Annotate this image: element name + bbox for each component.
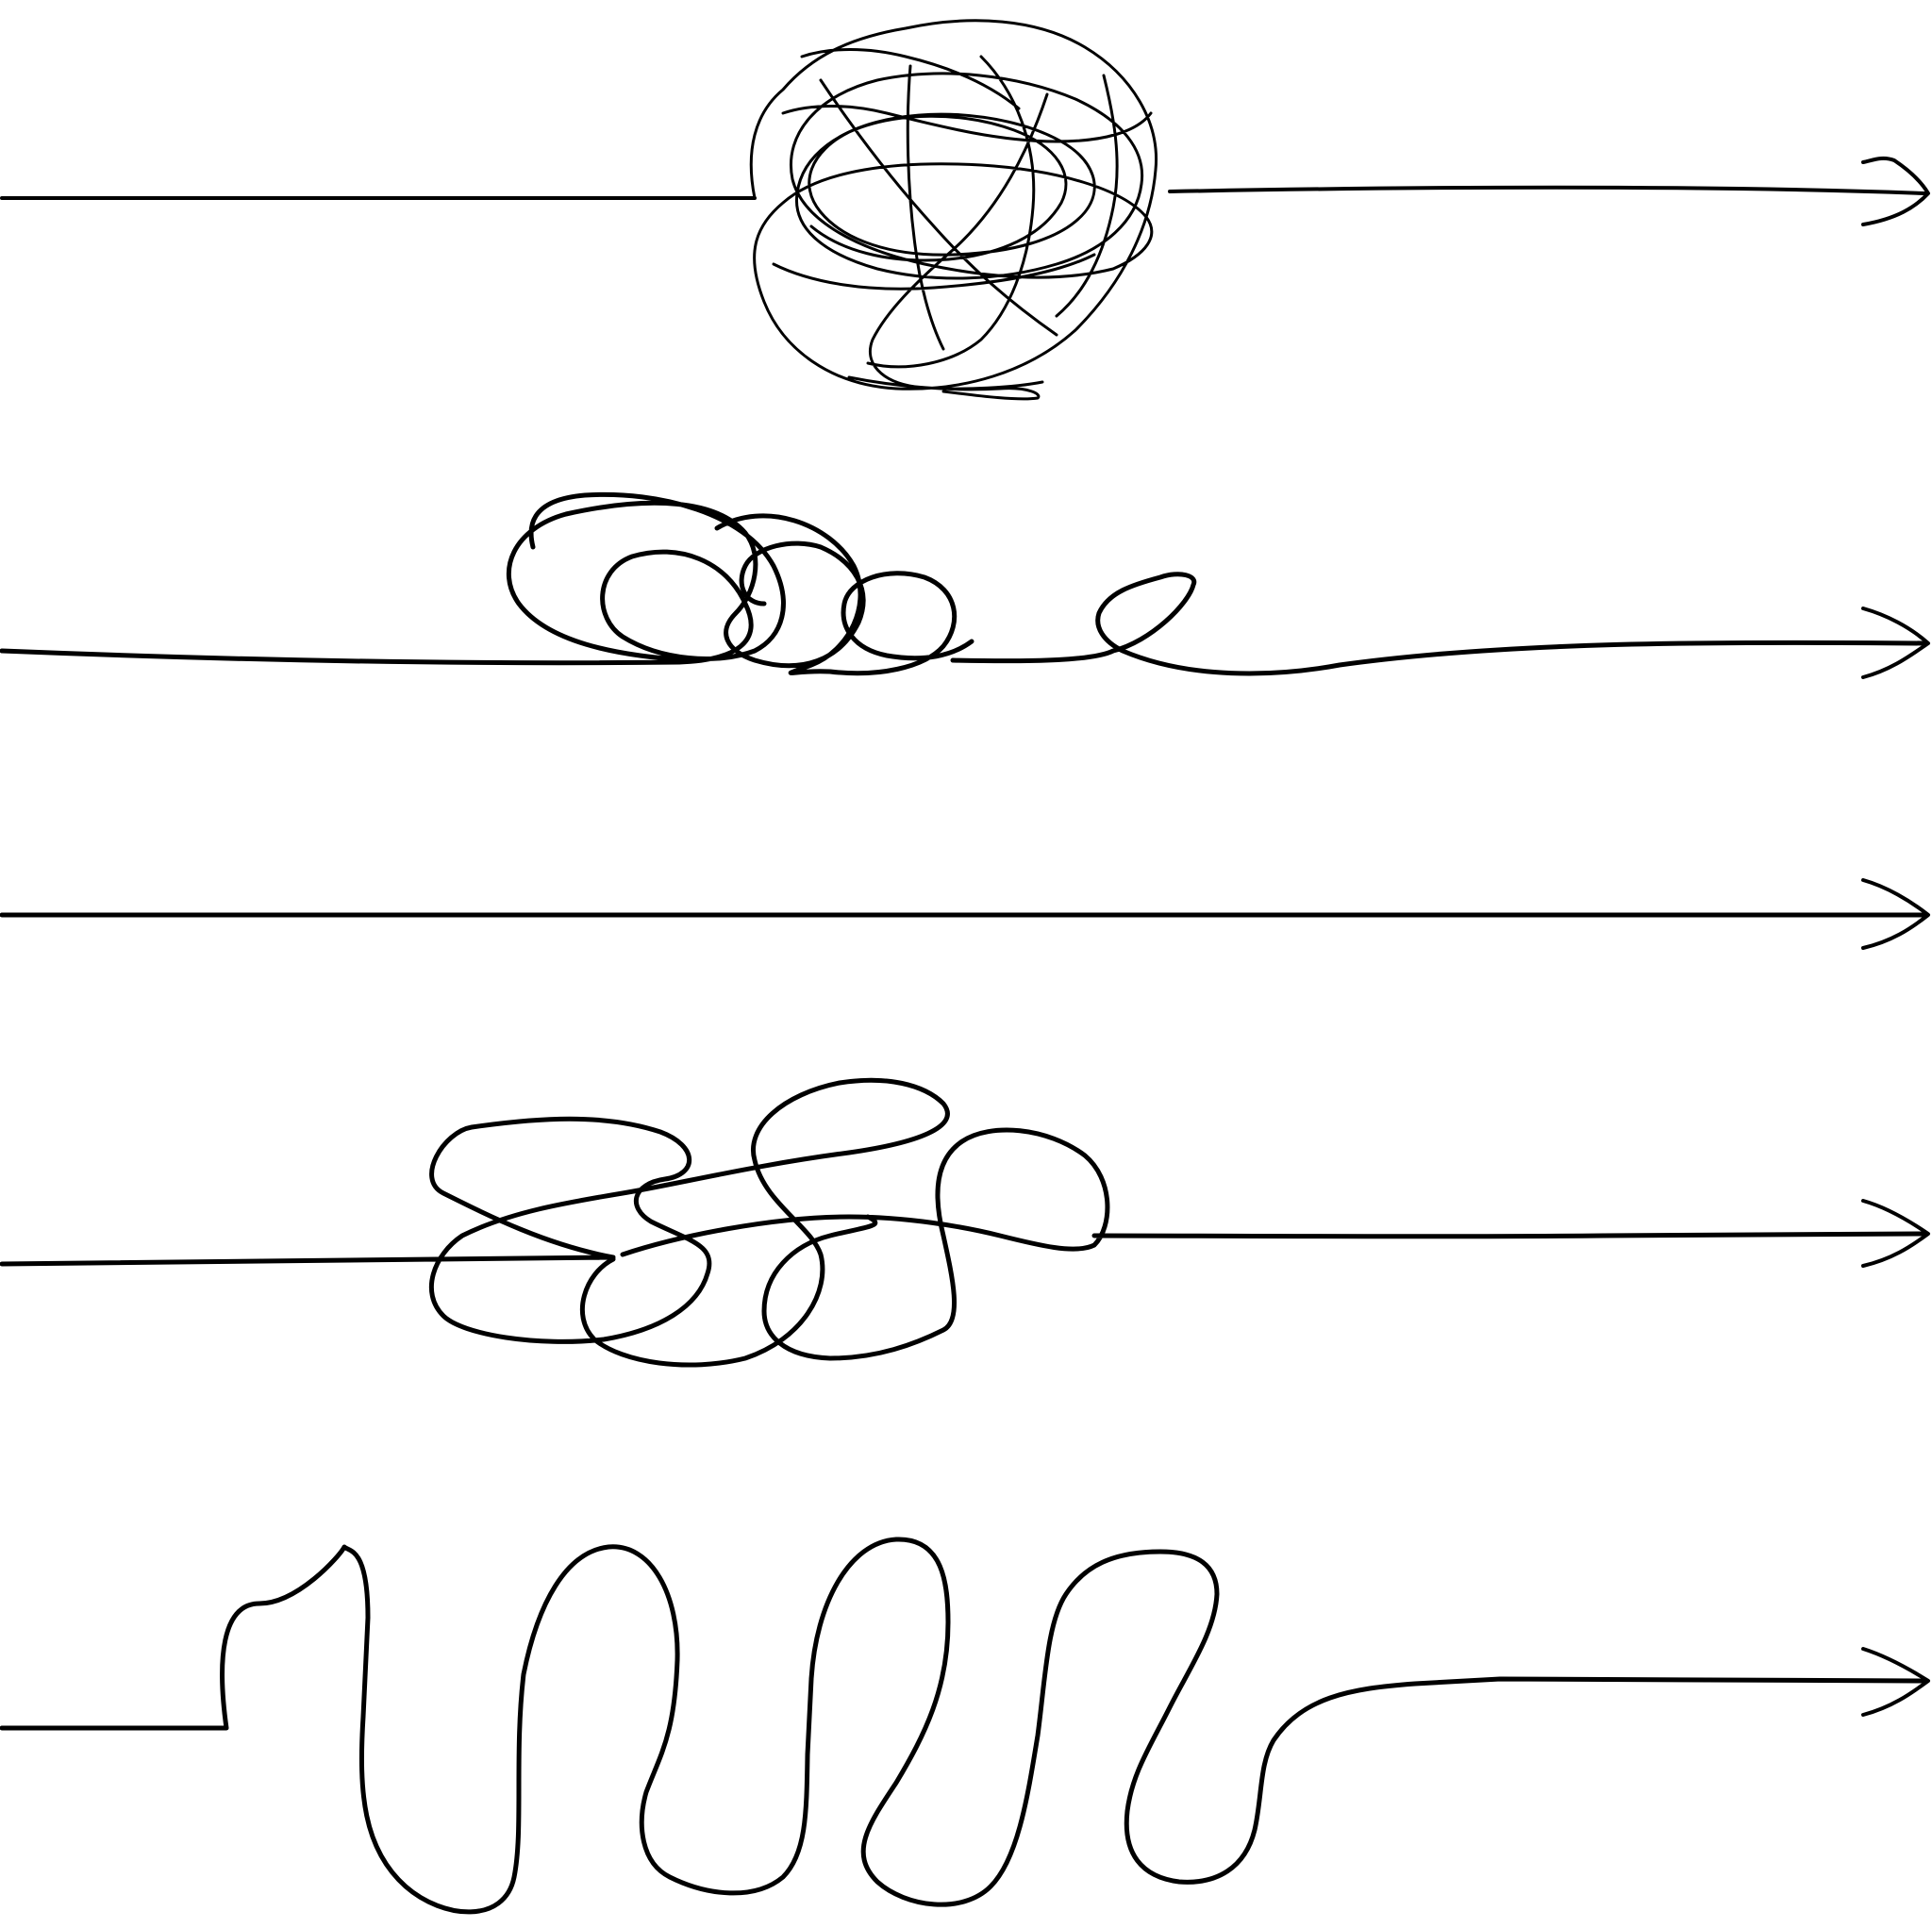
arrow-1-scribble [749, 19, 1158, 401]
arrow-4-knot [0, 1077, 1930, 1368]
arrow-2-line [0, 491, 1927, 676]
arrow-3-head [1861, 878, 1930, 950]
arrow-2-head [1861, 607, 1930, 679]
arrow-4-line [0, 1077, 1927, 1368]
arrow-2-loops [0, 491, 1930, 679]
arrow-5-wave [0, 1537, 1930, 1915]
arrow-4-head [1861, 1199, 1930, 1268]
arrow-3-straight [0, 878, 1930, 950]
arrow-1-tangle [0, 19, 1930, 401]
arrow-5-head [1861, 1647, 1930, 1717]
arrow-5-line [0, 1537, 1927, 1915]
arrow-1-line-right [1168, 185, 1926, 195]
arrow-1-head [1861, 156, 1930, 226]
